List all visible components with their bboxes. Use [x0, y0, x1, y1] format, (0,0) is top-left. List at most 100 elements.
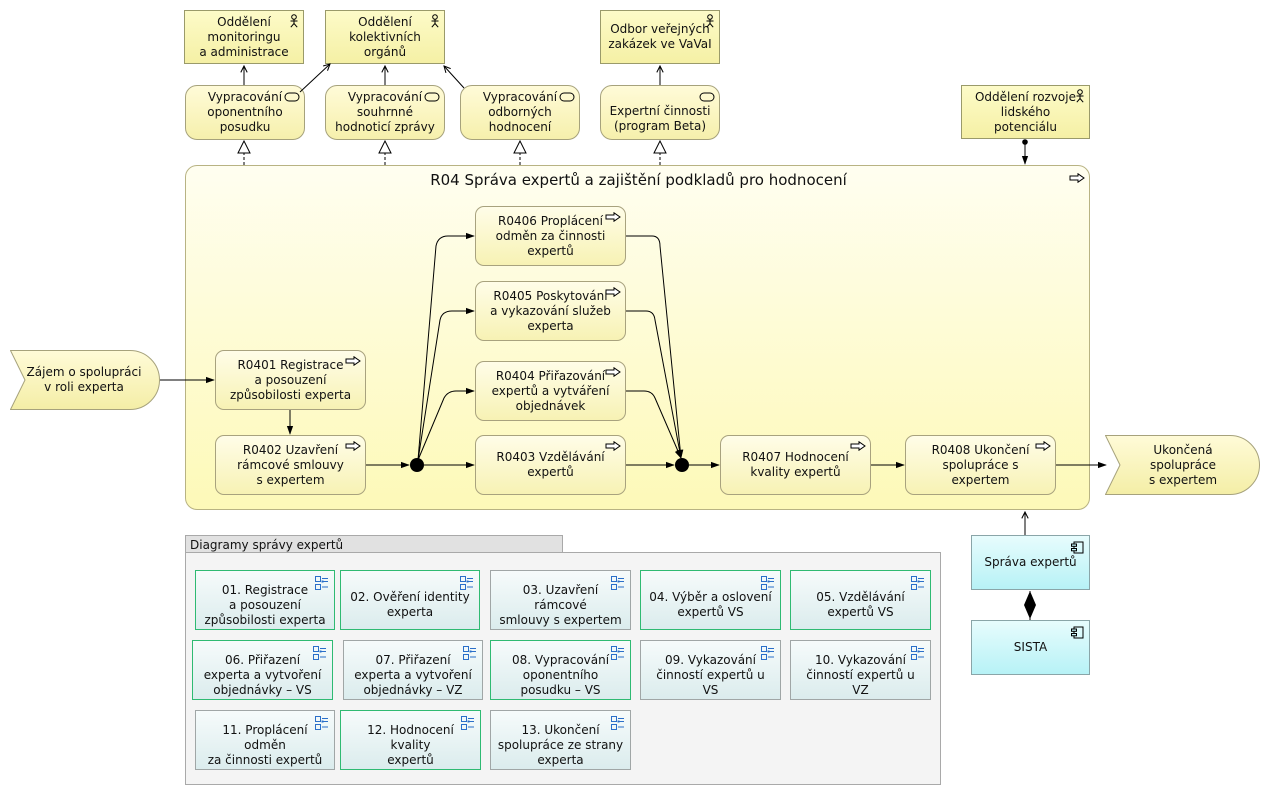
service-label: Vypracování oponentního posudku — [207, 90, 283, 134]
process-label: R0407 Hodnocení kvality expertů — [742, 450, 849, 479]
business-service-icon — [559, 92, 575, 102]
diagram-ref-09[interactable]: 09. Vykazování činností expertů u VS — [640, 640, 781, 700]
diagram-ref-02[interactable]: 02. Ověření identity experta — [340, 570, 480, 630]
diagram-model-reference-icon — [911, 646, 924, 660]
diagram-model-reference-icon — [611, 716, 624, 730]
diagram-ref-06[interactable]: 06. Přiřazení experta a vytvoření objedn… — [192, 640, 333, 700]
realization-relations — [244, 141, 660, 165]
group-tab: Diagramy správy expertů — [185, 535, 563, 553]
app-component-label: SISTA — [1013, 640, 1048, 654]
actor-label: Odbor veřejných zakázek ve VaVaI — [608, 22, 712, 51]
diagram-model-reference-icon — [313, 646, 326, 660]
diagram-ref-01[interactable]: 01. Registrace a posouzení způsobilosti … — [195, 570, 335, 630]
actor-icon — [1076, 89, 1084, 103]
process-label: R0403 Vzdělávání expertů — [496, 450, 605, 479]
diagram-ref-08[interactable]: 08. Vypracování oponentního posudku – VS — [490, 640, 631, 700]
business-process-icon — [345, 441, 361, 451]
diagram-ref-label: 04. Výběr a oslovení expertů VS — [649, 590, 772, 619]
diagram-ref-label: 09. Vykazování činností expertů u VS — [656, 652, 765, 697]
diagram-ref-label: 11. Proplácení odměn za činnosti expertů — [207, 722, 323, 767]
actor-label: Oddělení kolektivních orgánů — [349, 14, 421, 59]
diagram-ref-05[interactable]: 05. Vzdělávání expertů VS — [790, 570, 931, 630]
business-event-shape — [1105, 435, 1260, 495]
event-label: Zájem o spolupráci v roli experta — [26, 365, 142, 394]
actor-odbor-verejnych-zakazek[interactable]: Odbor veřejných zakázek ve VaVaI — [600, 10, 720, 64]
diagram-model-reference-icon — [463, 646, 476, 660]
service-label: Vypracování odborných hodnocení — [482, 90, 558, 134]
actor-label: Oddělení rozvoje lidského potenciálu — [974, 89, 1076, 134]
diagram-model-reference-icon — [911, 576, 924, 590]
diagram-ref-07[interactable]: 07. Přiřazení experta a vytvoření objedn… — [343, 640, 483, 700]
diagram-ref-04[interactable]: 04. Výběr a oslovení expertů VS — [640, 570, 781, 630]
diagram-ref-10[interactable]: 10. Vykazování činností expertů u VZ — [790, 640, 931, 700]
diagram-ref-12[interactable]: 12. Hodnocení kvality expertů — [340, 710, 481, 770]
diagram-ref-label: 07. Přiřazení experta a vytvoření objedn… — [354, 652, 472, 697]
diagram-model-reference-icon — [315, 716, 328, 730]
process-r0401[interactable]: R0401 Registrace a posouzení způsobilost… — [215, 350, 366, 410]
diagram-model-reference-icon — [461, 716, 474, 730]
diagram-ref-label: 05. Vzdělávání expertů VS — [816, 590, 905, 619]
process-r0405[interactable]: R0405 Poskytování a vykazování služeb ex… — [475, 281, 626, 341]
process-label: R0408 Ukončení spolupráce s expertem — [931, 442, 1030, 487]
diagram-ref-11[interactable]: 11. Proplácení odměn za činnosti expertů — [195, 710, 335, 770]
business-service-icon — [699, 92, 715, 102]
actor-label: Oddělení monitoringu a administrace — [199, 14, 289, 59]
service-vypracovani-oponentniho-posudku[interactable]: Vypracování oponentního posudku — [185, 85, 305, 140]
business-process-icon — [605, 212, 621, 222]
diagram-ref-label: 03. Uzavření rámcové smlouvy s expertem — [499, 582, 622, 627]
process-label: R0401 Registrace a posouzení způsobilost… — [229, 357, 352, 402]
application-component-icon — [1071, 626, 1084, 639]
business-process-icon — [605, 367, 621, 377]
serving-relations — [244, 64, 660, 93]
composition-diamond — [1024, 591, 1036, 619]
event-label: Ukončená spolupráce s expertem — [1148, 442, 1218, 487]
process-r0402[interactable]: R0402 Uzavření rámcové smlouvy s experte… — [215, 435, 366, 495]
actor-icon — [290, 14, 298, 28]
business-event-shape — [10, 350, 160, 410]
diagram-model-reference-icon — [761, 646, 774, 660]
event-zajem-o-spolupraci[interactable]: Zájem o spolupráci v roli experta — [10, 350, 160, 410]
process-r0406[interactable]: R0406 Proplácení odměn za činnosti exper… — [475, 206, 626, 266]
actor-oddeleni-monitoringu[interactable]: Oddělení monitoringu a administrace — [184, 10, 304, 64]
actor-icon — [706, 14, 714, 28]
app-component-sista[interactable]: SISTA — [971, 620, 1090, 675]
business-process-icon — [345, 356, 361, 366]
business-process-icon — [850, 441, 866, 451]
process-label: R0404 Přiřazování expertů a vytváření ob… — [491, 368, 610, 413]
actor-icon — [431, 14, 439, 28]
service-expertni-cinnosti[interactable]: Expertní činnosti (program Beta) — [600, 85, 720, 140]
process-label: R0402 Uzavření rámcové smlouvy s experte… — [237, 442, 344, 487]
service-label: Expertní činnosti (program Beta) — [609, 103, 711, 133]
service-vypracovani-souhrnne-zpravy[interactable]: Vypracování souhrnné hodnoticí zprávy — [325, 85, 445, 140]
diagram-ref-label: 10. Vykazování činností expertů u VZ — [806, 652, 915, 697]
business-service-icon — [284, 92, 300, 102]
diagram-ref-label: 02. Ověření identity experta — [350, 590, 470, 619]
business-process-icon — [605, 287, 621, 297]
actor-oddeleni-kolektivnich-organu[interactable]: Oddělení kolektivních orgánů — [325, 10, 445, 64]
diagram-ref-label: 12. Hodnocení kvality expertů — [367, 722, 454, 767]
process-label: R0406 Proplácení odměn za činnosti exper… — [495, 213, 606, 258]
process-label: R0405 Poskytování a vykazování služeb ex… — [490, 288, 611, 333]
diagram-model-reference-icon — [761, 576, 774, 590]
app-component-sprava-expertu[interactable]: Správa expertů — [971, 535, 1090, 590]
actor-oddeleni-rozvoje[interactable]: Oddělení rozvoje lidského potenciálu — [961, 85, 1090, 139]
business-process-icon — [1069, 173, 1085, 183]
diagram-ref-label: 06. Přiřazení experta a vytvoření objedn… — [203, 652, 322, 697]
process-r0407[interactable]: R0407 Hodnocení kvality expertů — [720, 435, 871, 495]
diagram-ref-label: 08. Vypracování oponentního posudku – VS — [511, 652, 610, 697]
process-r0403[interactable]: R0403 Vzdělávání expertů — [475, 435, 626, 495]
group-title: Diagramy správy expertů — [190, 538, 344, 552]
application-component-icon — [1071, 541, 1084, 554]
process-r0408[interactable]: R0408 Ukončení spolupráce s expertem — [905, 435, 1056, 495]
serving-link — [444, 66, 465, 89]
container-title: R04 Správa expertů a zajištění podkladů … — [430, 170, 847, 189]
diagram-model-reference-icon — [460, 576, 473, 590]
service-vypracovani-odbornych-hodnoceni[interactable]: Vypracování odborných hodnocení — [460, 85, 580, 140]
process-r0404[interactable]: R0404 Přiřazování expertů a vytváření ob… — [475, 361, 626, 421]
diagram-model-reference-icon — [315, 576, 328, 590]
diagram-ref-03[interactable]: 03. Uzavření rámcové smlouvy s expertem — [490, 570, 631, 630]
diagram-ref-label: 13. Ukončení spolupráce ze strany expert… — [497, 722, 624, 767]
diagram-ref-13[interactable]: 13. Ukončení spolupráce ze strany expert… — [490, 710, 631, 770]
diagram-model-reference-icon — [611, 646, 624, 660]
event-ukoncena-spoluprace[interactable]: Ukončená spolupráce s expertem — [1105, 435, 1260, 495]
